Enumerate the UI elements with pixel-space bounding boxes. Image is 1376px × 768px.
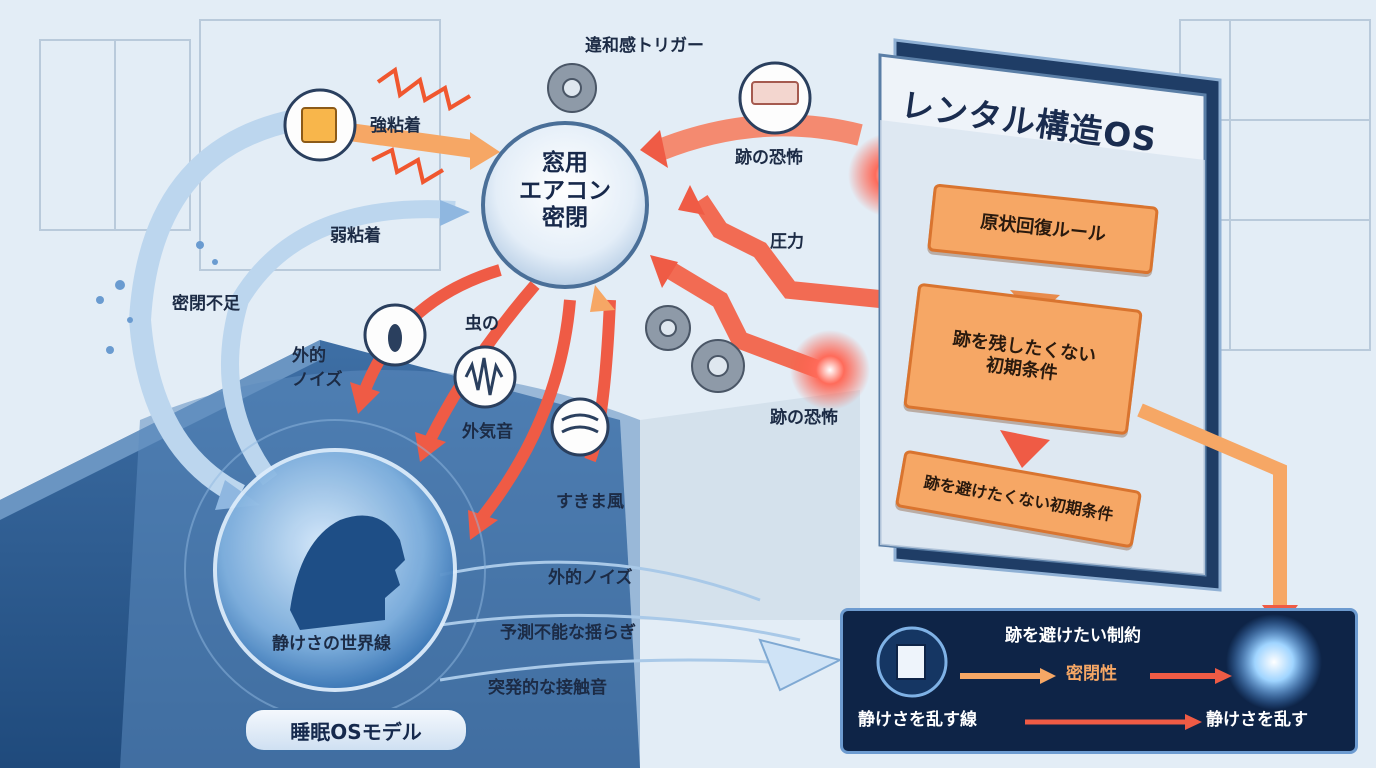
sleep-os-pill: 睡眠OSモデル [244,708,468,752]
sleeping-head-icon [290,515,405,630]
bug-label: 虫の [465,314,499,334]
trigger-label: 違和感トリガー [585,36,704,56]
center-node-line: 密閉 [542,205,588,232]
center-node [481,121,649,289]
droplets [96,241,218,354]
world-line-label: 静けさの世界線 [272,634,391,654]
arrow-strong-loop [128,109,298,505]
fear-top-label: 跡の恐怖 [735,148,803,168]
aircon-icon [738,61,812,135]
arrow-fear-bottom [665,262,824,379]
unpredictable-label: 予測不能な揺らぎ [500,623,636,643]
strong-adhesive-label: 強粘着 [370,116,421,136]
sound-wave-icon [453,345,517,409]
arrow-strong-adhesive [333,121,482,159]
center-node-title: 窓用 エアコン 密閉 [500,150,630,233]
draft-label: すきま風 [556,492,624,512]
lightning-top [376,66,472,112]
weak-adhesive-label: 弱粘着 [330,226,381,246]
arrow-weak-loop [221,200,456,486]
disturb-label: 静けさを乱す [1206,710,1308,730]
external-noise-label: 外的ノイズ [548,568,633,588]
glow-bottom [790,330,870,410]
flow-arrowhead [758,638,843,692]
flow-lines [439,560,821,682]
lightning-bottom [371,147,445,186]
draft-icon [550,397,610,457]
bug-icon [363,303,427,367]
adhesive-icon [283,88,357,162]
fear-bottom-label: 跡の恐怖 [770,408,838,428]
gear-icon [547,63,745,393]
center-node-line: 窓用 [542,150,588,176]
arrow-pressure [692,195,891,309]
center-node-line: エアコン [519,177,611,204]
outside-sound-label: 外気音 [462,422,513,442]
contact-sound-label: 突発的な接触音 [488,678,607,698]
arrow-to-bottom [1137,403,1287,610]
pressure-label: 圧力 [770,232,804,252]
disturb-line-label: 静けさを乱す線 [858,710,977,730]
external-noise-left-label: 外的 ノイズ [292,346,343,390]
insufficient-seal-label: 密閉不足 [172,294,240,314]
constraint-label: 跡を避けたい制約 [1005,626,1141,646]
airtightness-label: 密閉性 [1066,664,1117,684]
spark-icon [1226,614,1322,710]
